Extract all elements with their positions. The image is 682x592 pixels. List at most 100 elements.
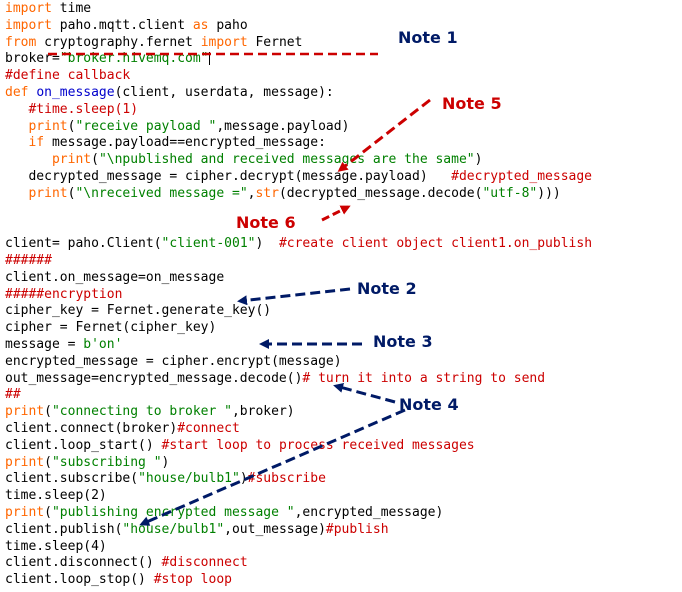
code-token: #start loop to process received messages xyxy=(161,437,475,453)
code-line[interactable]: time.sleep(4) xyxy=(5,538,107,555)
code-token: b'on' xyxy=(83,337,123,352)
code-line[interactable]: from cryptography.fernet import Fernet xyxy=(5,34,302,51)
code-token: decrypted_message = cipher.decrypt(messa… xyxy=(5,169,452,184)
code-token: client.connect(broker) xyxy=(5,421,178,436)
code-token: ) xyxy=(161,454,170,470)
code-line[interactable]: print("connecting to broker ",broker) xyxy=(5,403,295,420)
note3-label: Note 3 xyxy=(373,332,433,351)
code-token: "house/bulb1" xyxy=(138,471,240,487)
code-token: ,encrypted_message) xyxy=(294,505,444,520)
code-line[interactable]: client.publish("house/bulb1",out_message… xyxy=(5,521,389,538)
code-token: client.subscribe( xyxy=(5,471,139,487)
code-token: print xyxy=(5,404,45,420)
text-cursor xyxy=(208,52,210,66)
code-token: "subscribing " xyxy=(51,454,162,470)
code-token: ( xyxy=(44,505,52,520)
code-line[interactable]: print("publishing encrypted message ",en… xyxy=(5,504,443,521)
code-token xyxy=(5,135,28,150)
code-token: message = xyxy=(5,337,84,352)
code-token: ###### xyxy=(5,253,52,268)
code-token: , xyxy=(247,185,256,201)
code-token: #subscribe xyxy=(247,471,326,487)
code-line[interactable]: ## xyxy=(5,386,21,403)
code-token: client.on_message=on_message xyxy=(5,269,225,285)
code-line[interactable]: client.disconnect() #disconnect xyxy=(5,554,248,571)
code-token: #publish xyxy=(325,521,389,537)
code-token: #connect xyxy=(177,421,240,436)
code-token xyxy=(5,102,28,117)
code-token: Fernet xyxy=(247,34,303,50)
code-token: "house/bulb1" xyxy=(122,521,225,537)
code-token: ,out_message) xyxy=(224,521,326,537)
code-token: out_message=encrypted_message.decode() xyxy=(5,370,303,386)
code-token: time.sleep(4) xyxy=(5,538,107,554)
code-token: ,message.payload) xyxy=(216,118,350,134)
code-token: encrypted_message = cipher.encrypt(messa… xyxy=(5,353,342,369)
code-token: ) xyxy=(474,152,483,168)
code-token: message.payload==encrypted_message: xyxy=(44,135,326,151)
code-line[interactable]: time.sleep(2) xyxy=(5,487,107,504)
code-token: on_message xyxy=(36,85,115,100)
code-line[interactable]: client= paho.Client("client-001") #creat… xyxy=(5,235,592,252)
code-line[interactable]: print("\npublished and received messages… xyxy=(5,151,482,168)
code-token: #define callback xyxy=(5,68,131,84)
code-token: str xyxy=(255,185,279,201)
code-token: import xyxy=(5,1,52,16)
code-line[interactable]: client.loop_start() #start loop to proce… xyxy=(5,437,475,454)
code-token: #stop loop xyxy=(153,572,232,588)
code-token: #time.sleep(1) xyxy=(28,101,139,117)
code-token: as xyxy=(192,17,209,33)
code-line[interactable]: client.on_message=on_message xyxy=(5,269,224,286)
code-line[interactable]: encrypted_message = cipher.encrypt(messa… xyxy=(5,353,342,370)
note6-label: Note 6 xyxy=(236,213,296,232)
code-line[interactable]: #define callback xyxy=(5,67,130,84)
note2-label: Note 2 xyxy=(357,279,417,298)
code-token: client= paho.Client( xyxy=(5,236,162,252)
code-line[interactable]: client.loop_stop() #stop loop xyxy=(5,571,232,588)
code-token: cryptography.fernet xyxy=(36,34,201,50)
code-line[interactable]: print("subscribing ") xyxy=(5,454,169,471)
code-token: ( xyxy=(44,454,52,470)
note4-label: Note 4 xyxy=(399,395,459,414)
code-line[interactable]: #####encryption xyxy=(5,286,122,303)
code-line[interactable]: client.connect(broker)#connect xyxy=(5,420,240,437)
code-token: client.disconnect() xyxy=(5,555,162,571)
code-token: "broker.hivemq.com" xyxy=(59,51,209,67)
code-token: "\npublished and received messages are t… xyxy=(98,152,475,168)
code-line[interactable]: #time.sleep(1) xyxy=(5,101,138,118)
code-line[interactable]: client.subscribe("house/bulb1")#subscrib… xyxy=(5,470,326,487)
code-line[interactable]: out_message=encrypted_message.decode()# … xyxy=(5,370,545,387)
code-token: def xyxy=(5,85,29,100)
code-line[interactable]: cipher_key = Fernet.generate_key() xyxy=(5,302,271,319)
code-token: ( xyxy=(91,152,99,168)
code-line[interactable]: message = b'on' xyxy=(5,336,122,353)
code-token: cipher = Fernet(cipher_key) xyxy=(5,320,217,336)
code-token: ( xyxy=(67,118,76,134)
code-line[interactable]: cipher = Fernet(cipher_key) xyxy=(5,319,216,336)
code-token: cipher_key = Fernet.generate_key() xyxy=(5,303,272,319)
code-token: broker= xyxy=(5,51,60,67)
code-token: "receive payload " xyxy=(75,118,217,134)
code-token: "\nreceived message =" xyxy=(75,185,248,201)
code-line[interactable]: import time xyxy=(5,0,91,17)
code-token xyxy=(5,186,28,201)
code-line[interactable]: import paho.mqtt.client as paho xyxy=(5,17,248,34)
code-line[interactable]: print("receive payload ",message.payload… xyxy=(5,118,349,135)
code-token: ## xyxy=(5,387,21,403)
code-line[interactable]: def on_message(client, userdata, message… xyxy=(5,84,334,101)
note1-label: Note 1 xyxy=(398,28,458,47)
code-line[interactable]: ###### xyxy=(5,252,52,269)
code-line[interactable]: broker="broker.hivemq.com" xyxy=(5,50,210,67)
code-token: ( xyxy=(67,185,76,201)
code-token: client.loop_start() xyxy=(5,437,162,453)
code-token: "utf-8" xyxy=(482,185,538,201)
code-token: client.publish( xyxy=(5,521,123,537)
code-line[interactable]: if message.payload==encrypted_message: xyxy=(5,134,326,151)
code-line[interactable]: decrypted_message = cipher.decrypt(messa… xyxy=(5,168,592,185)
code-token: #####encryption xyxy=(5,286,123,302)
code-token: from xyxy=(5,34,37,50)
code-token xyxy=(5,119,28,134)
code-token: print xyxy=(51,152,92,168)
code-line[interactable]: print("\nreceived message =",str(decrypt… xyxy=(5,185,560,202)
